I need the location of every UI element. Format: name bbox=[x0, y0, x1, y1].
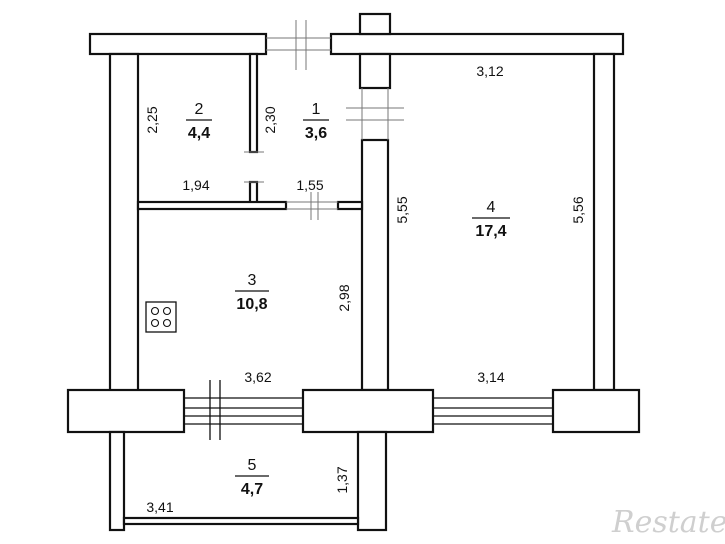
partition-2-1-upper bbox=[248, 52, 259, 154]
wall-right bbox=[592, 52, 616, 392]
room-2-number: 2 bbox=[195, 101, 204, 118]
door-kitchen bbox=[286, 192, 338, 220]
balcony-parapet bbox=[122, 516, 360, 526]
partition-horizontal-right bbox=[336, 200, 364, 211]
partition-horizontal-left bbox=[136, 200, 288, 211]
dim-room4-left-height: 5,55 bbox=[394, 196, 410, 223]
room-3-number: 3 bbox=[248, 272, 257, 289]
dim-room1-height: 2,30 bbox=[262, 106, 278, 133]
door-entrance bbox=[266, 20, 331, 70]
dim-room4-top-width: 3,12 bbox=[476, 63, 503, 79]
room-1-area: 3,6 bbox=[305, 125, 327, 142]
room-2-area: 4,4 bbox=[188, 125, 210, 142]
wall-top-right bbox=[329, 32, 625, 56]
stove-icon bbox=[145, 301, 177, 333]
window-room4 bbox=[433, 397, 553, 425]
dim-room2-width: 1,94 bbox=[182, 177, 209, 193]
balcony-wall-left bbox=[108, 430, 126, 532]
wall-bottom-center-block bbox=[301, 388, 435, 434]
room-4-number: 4 bbox=[487, 199, 496, 216]
dim-room2-height: 2,25 bbox=[144, 106, 160, 133]
wall-pillar-cross-bottom bbox=[358, 52, 392, 90]
door-room4 bbox=[346, 88, 404, 140]
room-4-area: 17,4 bbox=[475, 223, 506, 240]
dim-room3-width: 3,62 bbox=[244, 369, 271, 385]
room-5-number: 5 bbox=[248, 457, 257, 474]
dim-room4-bottom-width: 3,14 bbox=[477, 369, 504, 385]
dim-room4-right-height: 5,56 bbox=[570, 196, 586, 223]
room-1-number: 1 bbox=[312, 101, 321, 118]
dim-room3-height: 2,98 bbox=[336, 284, 352, 311]
dim-room5-height: 1,37 bbox=[334, 466, 350, 493]
wall-bottom-left-block bbox=[66, 388, 186, 434]
wall-left bbox=[108, 52, 140, 396]
room-5-area: 4,7 bbox=[241, 481, 263, 498]
dim-room5-width: 3,41 bbox=[146, 499, 173, 515]
wall-bottom-right-block bbox=[551, 388, 641, 434]
dim-room1-width: 1,55 bbox=[296, 177, 323, 193]
balcony-wall-right bbox=[356, 430, 388, 532]
watermark-logo: Restate bbox=[611, 505, 725, 540]
wall-pillar-cross-top bbox=[358, 12, 392, 36]
wall-top-left bbox=[88, 32, 268, 56]
window-kitchen bbox=[184, 380, 303, 440]
wall-interior-vertical bbox=[360, 138, 390, 392]
door-bath bbox=[244, 151, 264, 183]
room-3-area: 10,8 bbox=[236, 296, 267, 313]
